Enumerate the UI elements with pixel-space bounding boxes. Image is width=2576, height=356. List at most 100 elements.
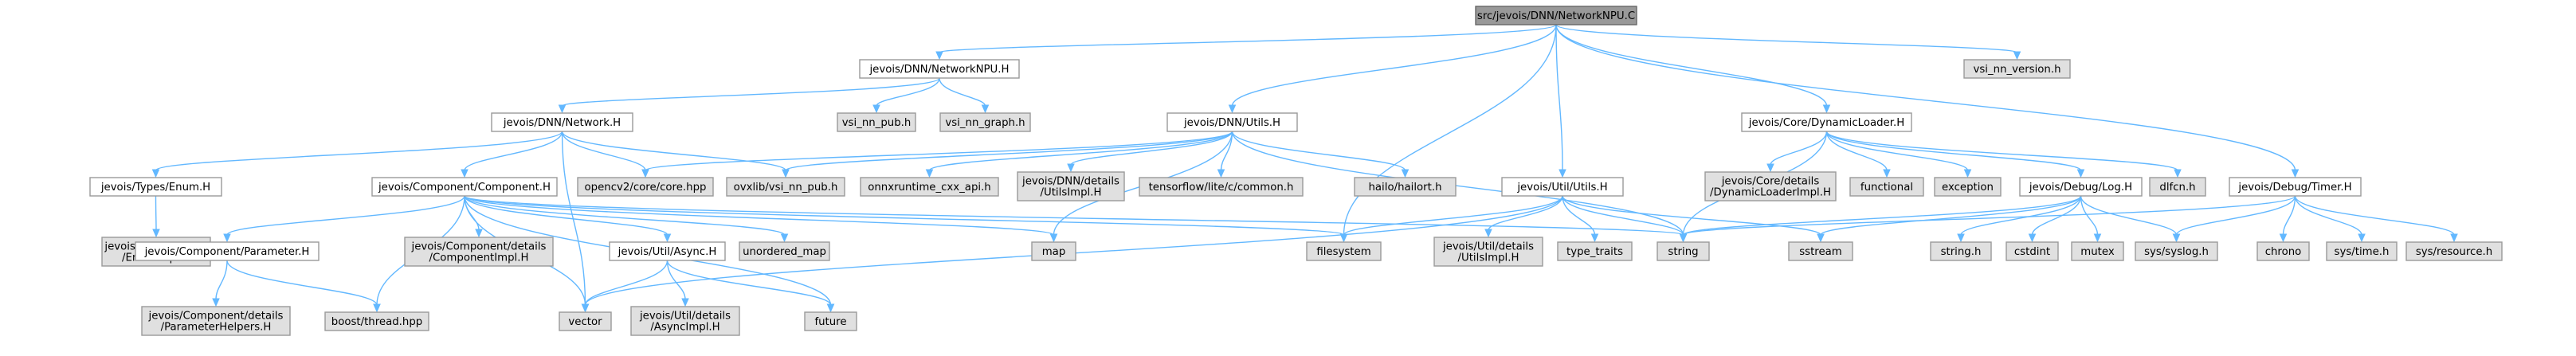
node-box bbox=[1741, 112, 1912, 132]
node-label: vsi_nn_graph.h bbox=[945, 117, 1025, 129]
node-box bbox=[135, 241, 320, 261]
node-box bbox=[2405, 241, 2503, 261]
edge-network-h-to-opencv-core bbox=[561, 131, 649, 178]
node-box bbox=[859, 59, 1020, 79]
edge-utils-h-to-opencv-core bbox=[641, 131, 1233, 178]
node-label: jevois/Util/details bbox=[1442, 241, 1534, 253]
edge-dynloader-h-to-dynloaderimpl bbox=[1766, 131, 1828, 173]
node-box bbox=[1475, 6, 1637, 25]
node-box bbox=[1849, 177, 1924, 197]
edge-component-h-to-unordered-map bbox=[464, 195, 789, 243]
node-network-h[interactable]: jevois/DNN/Network.H bbox=[491, 112, 633, 132]
node-label: /AsyncImpl.H bbox=[650, 322, 719, 334]
edge-root-to-util-utils-h bbox=[1555, 24, 1566, 178]
node-label: future bbox=[814, 316, 846, 328]
node-utils-h[interactable]: jevois/DNN/Utils.H bbox=[1166, 112, 1298, 132]
node-box bbox=[1557, 241, 1633, 261]
node-dynloader-h[interactable]: jevois/Core/DynamicLoader.H bbox=[1741, 112, 1912, 132]
edge-log-h-to-string-h bbox=[1957, 195, 2082, 243]
edge-netnpu-h-to-vsi-nn-pub bbox=[872, 77, 940, 114]
edge-parameter-h-to-boost-thread bbox=[226, 260, 381, 313]
edge-dynloader-h-to-log-h bbox=[1825, 131, 2085, 178]
node-box bbox=[324, 311, 429, 331]
node-label: jevois/Debug/Log.H bbox=[2029, 182, 2132, 194]
edge-utils-h-to-hailort bbox=[1231, 131, 1410, 178]
node-label: dlfcn.h bbox=[2159, 182, 2195, 194]
node-map: map bbox=[1031, 241, 1076, 261]
node-async-h[interactable]: jevois/Util/Async.H bbox=[609, 241, 726, 261]
node-box bbox=[2149, 177, 2206, 197]
node-timer-h[interactable]: jevois/Debug/Timer.H bbox=[2229, 177, 2362, 197]
node-box bbox=[2135, 241, 2218, 261]
node-box bbox=[804, 311, 857, 331]
edge-component-h-to-parameter-h bbox=[223, 195, 465, 243]
edge-async-h-to-vector bbox=[581, 260, 669, 313]
node-label: string.h bbox=[1941, 246, 1982, 258]
node-hailort: hailo/hailort.h bbox=[1354, 177, 1457, 197]
node-vsi-nn-pub: vsi_nn_pub.h bbox=[837, 112, 916, 132]
node-label: jevois/DNN/NetworkNPU.H bbox=[868, 64, 1009, 76]
node-label: jevois/Util/Utils.H bbox=[1516, 182, 1607, 194]
node-paramhelpers: jevois/Component/details/ParameterHelper… bbox=[141, 306, 291, 336]
node-box bbox=[89, 177, 222, 197]
node-label: jevois/DNN/Utils.H bbox=[1183, 117, 1280, 129]
node-box bbox=[2006, 241, 2059, 261]
node-parameter-h[interactable]: jevois/Component/Parameter.H bbox=[135, 241, 320, 261]
node-root: src/jevois/DNN/NetworkNPU.C bbox=[1475, 6, 1637, 25]
node-box bbox=[404, 237, 554, 267]
node-box bbox=[1354, 177, 1457, 197]
node-box bbox=[1031, 241, 1076, 261]
edge-utils-h-to-ovxlib bbox=[782, 131, 1233, 178]
node-label: jevois/Types/Enum.H bbox=[100, 182, 210, 194]
edge-component-h-to-string bbox=[464, 195, 1688, 243]
node-box bbox=[1306, 241, 1382, 261]
node-label: functional bbox=[1860, 182, 1913, 194]
node-label: exception bbox=[1942, 182, 1994, 194]
node-component-h[interactable]: jevois/Component/Component.H bbox=[371, 177, 558, 197]
edge-root-to-netnpu-h bbox=[935, 24, 1557, 61]
node-enum-h[interactable]: jevois/Types/Enum.H bbox=[89, 177, 222, 197]
node-future: future bbox=[804, 311, 857, 331]
edge-util-utils-h-to-filesystem bbox=[1339, 195, 1563, 243]
edge-timer-h-to-sysresource bbox=[2294, 195, 2458, 243]
node-label: cstdint bbox=[2014, 246, 2050, 258]
node-label: sys/time.h bbox=[2335, 246, 2390, 258]
node-log-h[interactable]: jevois/Debug/Log.H bbox=[2019, 177, 2143, 197]
node-box bbox=[1139, 177, 1304, 197]
edge-log-h-to-cstdint bbox=[2028, 195, 2082, 243]
node-label: src/jevois/DNN/NetworkNPU.C bbox=[1477, 10, 1635, 22]
node-box bbox=[630, 306, 740, 336]
node-label: jevois/Core/details bbox=[1721, 176, 1820, 188]
edge-root-to-filesystem bbox=[1339, 24, 1557, 243]
node-label: vsi_nn_version.h bbox=[1974, 64, 2061, 76]
edge-root-to-utils-h bbox=[1228, 24, 1557, 114]
node-label: unordered_map bbox=[743, 246, 826, 258]
node-box bbox=[1930, 241, 1992, 261]
node-type-traits: type_traits bbox=[1557, 241, 1633, 261]
edge-layer bbox=[151, 24, 2458, 313]
node-sstream: sstream bbox=[1788, 241, 1853, 261]
edge-timer-h-to-string bbox=[1679, 195, 2296, 243]
node-ovxlib: ovxlib/vsi_nn_pub.h bbox=[726, 177, 845, 197]
edge-network-h-to-ovxlib bbox=[561, 131, 790, 178]
node-label: jevois/Component/Component.H bbox=[378, 182, 551, 194]
node-label: /ParameterHelpers.H bbox=[161, 322, 272, 334]
edge-netnpu-h-to-vsi-nn-graph bbox=[939, 77, 990, 114]
node-box bbox=[860, 177, 999, 197]
node-label: filesystem bbox=[1316, 246, 1370, 258]
edge-util-utils-h-to-util-utilsimpl bbox=[1484, 195, 1563, 238]
node-util-utils-h[interactable]: jevois/Util/Utils.H bbox=[1501, 177, 1624, 197]
node-box bbox=[2326, 241, 2398, 261]
node-label: tensorflow/lite/c/common.h bbox=[1149, 182, 1294, 194]
node-systime: sys/time.h bbox=[2326, 241, 2398, 261]
edge-dynloader-h-to-functional bbox=[1825, 131, 1891, 178]
node-label: chrono bbox=[2265, 246, 2302, 258]
node-unordered-map: unordered_map bbox=[739, 241, 830, 261]
node-netnpu-h[interactable]: jevois/DNN/NetworkNPU.H bbox=[859, 59, 1020, 79]
node-vsi-nn-graph: vsi_nn_graph.h bbox=[939, 112, 1031, 132]
edge-root-to-vsi-nn-version bbox=[1555, 24, 2021, 61]
edge-log-h-to-mutex bbox=[2080, 195, 2102, 243]
node-label: vector bbox=[568, 316, 602, 328]
node-box bbox=[1657, 241, 1710, 261]
node-box bbox=[1501, 177, 1624, 197]
